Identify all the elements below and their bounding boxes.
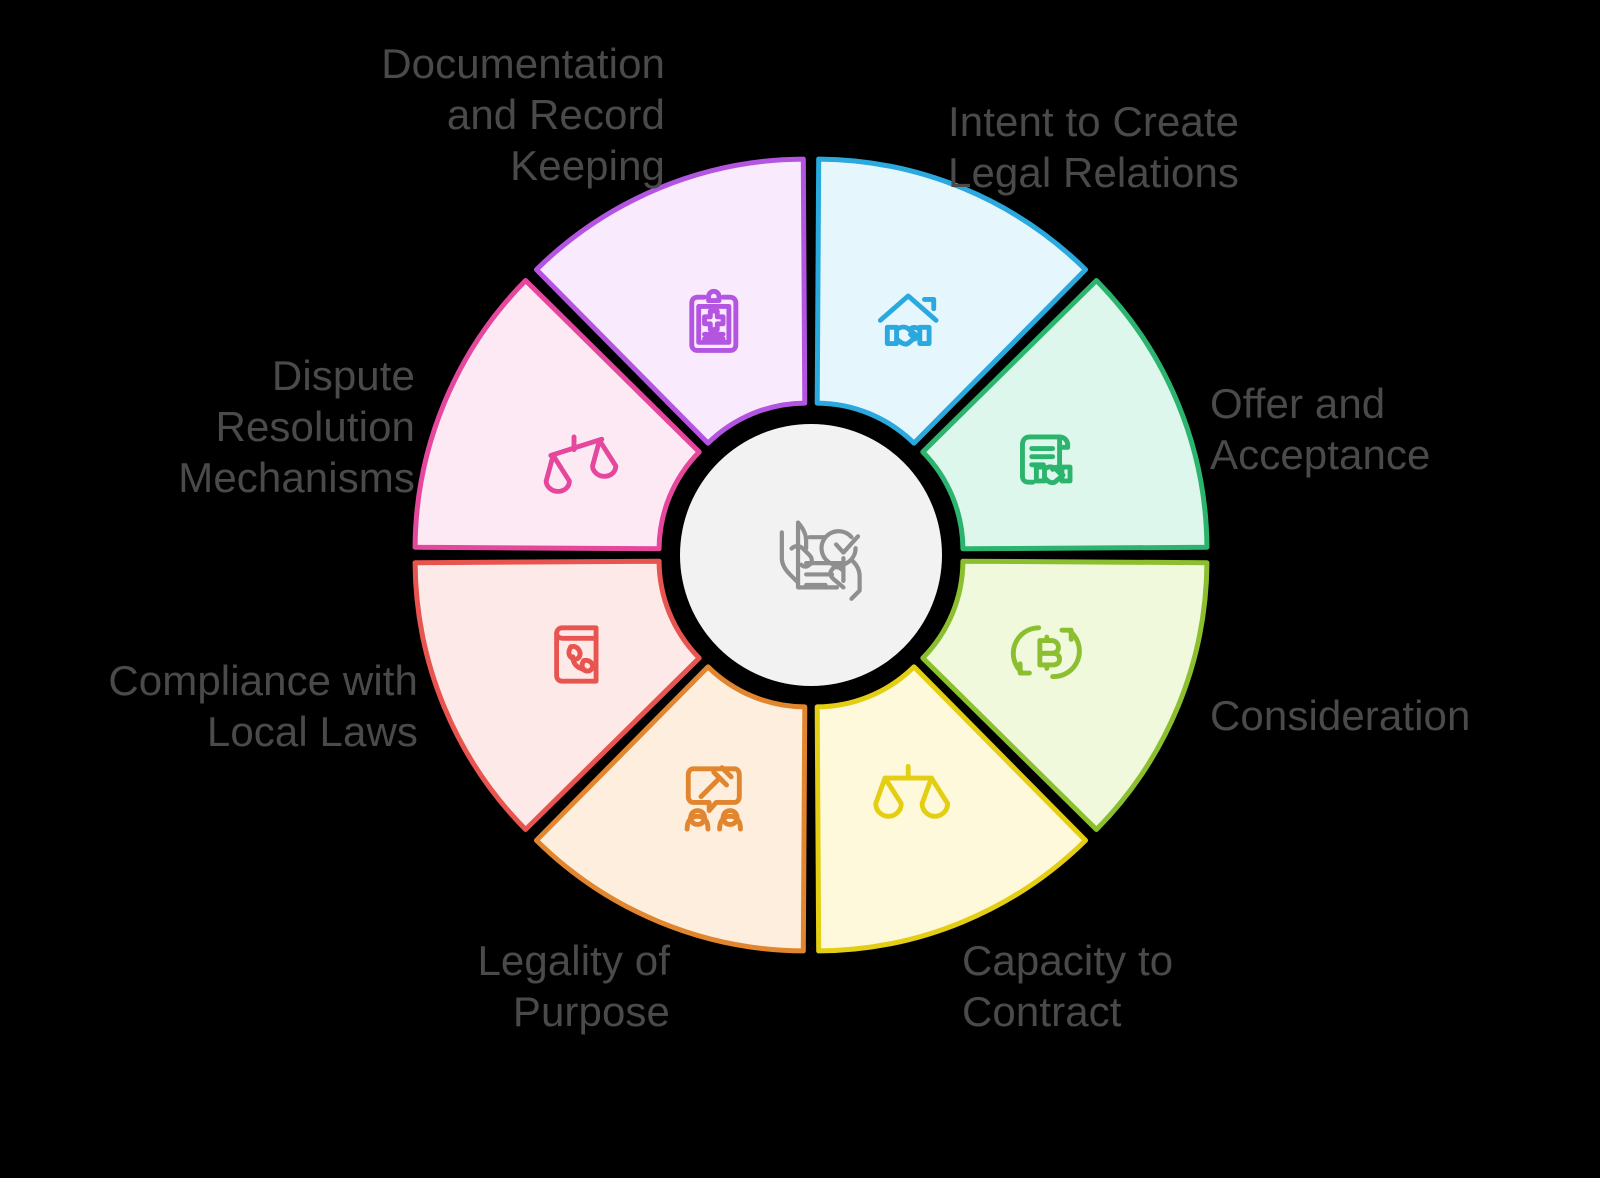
contract-scroll-handshake-icon (1020, 434, 1073, 486)
segment-label-documentation: Documentation and Record Keeping (381, 40, 665, 190)
segment-label-legality: Legality of Purpose (477, 937, 670, 1036)
wheel-segment-compliance[interactable] (412, 558, 702, 833)
gavel-discussion-icon (684, 765, 743, 832)
segment-label-consideration: Consideration (1210, 692, 1471, 739)
wheel-segment-capacity[interactable] (814, 664, 1089, 954)
segment-label-compliance: Compliance with Local Laws (108, 657, 418, 756)
wheel-segment-legality[interactable] (533, 664, 808, 954)
bitcoin-exchange-icon (1010, 625, 1082, 679)
wheel-segment-intent[interactable] (814, 156, 1089, 446)
segment-label-offer: Offer and Acceptance (1210, 380, 1431, 479)
house-handshake-icon (877, 293, 939, 347)
wheel-segment-consideration[interactable] (920, 558, 1210, 833)
clipboard-cross-icon (689, 288, 739, 353)
hands-holding-contract-check-icon (779, 520, 862, 601)
balance-scales-icon (873, 764, 951, 819)
segment-label-capacity: Capacity to Contract (962, 937, 1174, 1036)
wheel-segment-documentation[interactable] (533, 156, 808, 446)
wheel-segment-offer[interactable] (920, 277, 1210, 552)
segment-label-intent: Intent to Create Legal Relations (948, 98, 1240, 197)
segment-label-dispute: Dispute Resolution Mechanisms (178, 352, 415, 502)
tilted-scales-icon (543, 434, 619, 494)
law-book-icon (554, 625, 599, 684)
wheel-segment-dispute[interactable] (412, 277, 702, 552)
